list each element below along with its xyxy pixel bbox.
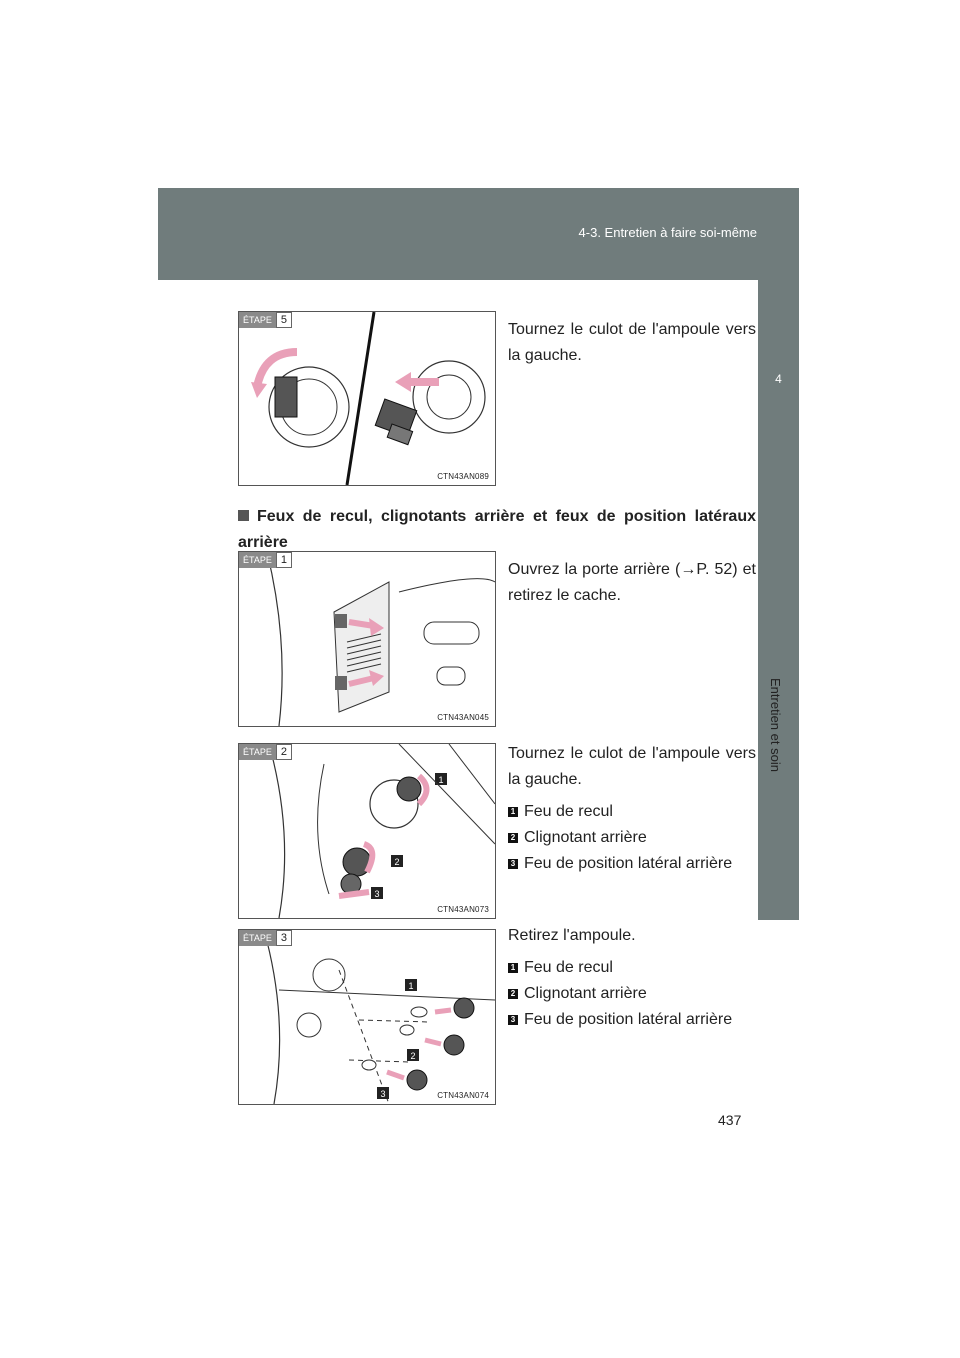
svg-text:1: 1 bbox=[438, 775, 443, 785]
figure-code: CTN43AN073 bbox=[437, 905, 489, 914]
step-2-text: Tournez le culot de l'ampoule vers la ga… bbox=[508, 745, 756, 788]
chapter-side-tab: 4 Entretien et soin bbox=[758, 280, 799, 920]
page-number: 437 bbox=[718, 1112, 742, 1128]
chapter-number: 4 bbox=[775, 372, 782, 386]
section-heading: Feux de recul, clignotants arrière et fe… bbox=[238, 508, 756, 551]
svg-text:3: 3 bbox=[380, 1089, 385, 1099]
rear-lamp-sockets-illustration: 1 2 3 bbox=[268, 744, 495, 918]
figure-code: CTN43AN074 bbox=[437, 1091, 489, 1100]
chapter-title: 4-3. Entretien à faire soi-même bbox=[578, 225, 757, 240]
svg-text:2: 2 bbox=[394, 857, 399, 867]
chapter-label: Entretien et soin bbox=[768, 678, 783, 772]
figure-code: CTN43AN045 bbox=[437, 713, 489, 722]
step-2-text-block: Tournez le culot de l'ampoule vers la ga… bbox=[508, 741, 756, 879]
svg-text:2: 2 bbox=[410, 1051, 415, 1061]
rear-door-cover-illustration bbox=[266, 552, 495, 726]
step-5-text: Tournez le culot de l'ampoule vers la ga… bbox=[508, 321, 756, 364]
svg-text:3: 3 bbox=[374, 889, 379, 899]
bulb-removal-illustration: 1 2 3 bbox=[263, 930, 495, 1104]
svg-text:1: 1 bbox=[408, 981, 413, 991]
step-3-text: Retirez l'ampoule. bbox=[508, 927, 636, 944]
step-1-text: Ouvrez la porte arrière (→P. 52) et reti… bbox=[508, 561, 756, 604]
chapter-header: 4-3. Entretien à faire soi-même bbox=[158, 188, 799, 280]
figure-code: CTN43AN089 bbox=[437, 472, 489, 481]
bulb-socket-illustration bbox=[251, 312, 486, 485]
heading-bullet-icon bbox=[238, 510, 249, 521]
